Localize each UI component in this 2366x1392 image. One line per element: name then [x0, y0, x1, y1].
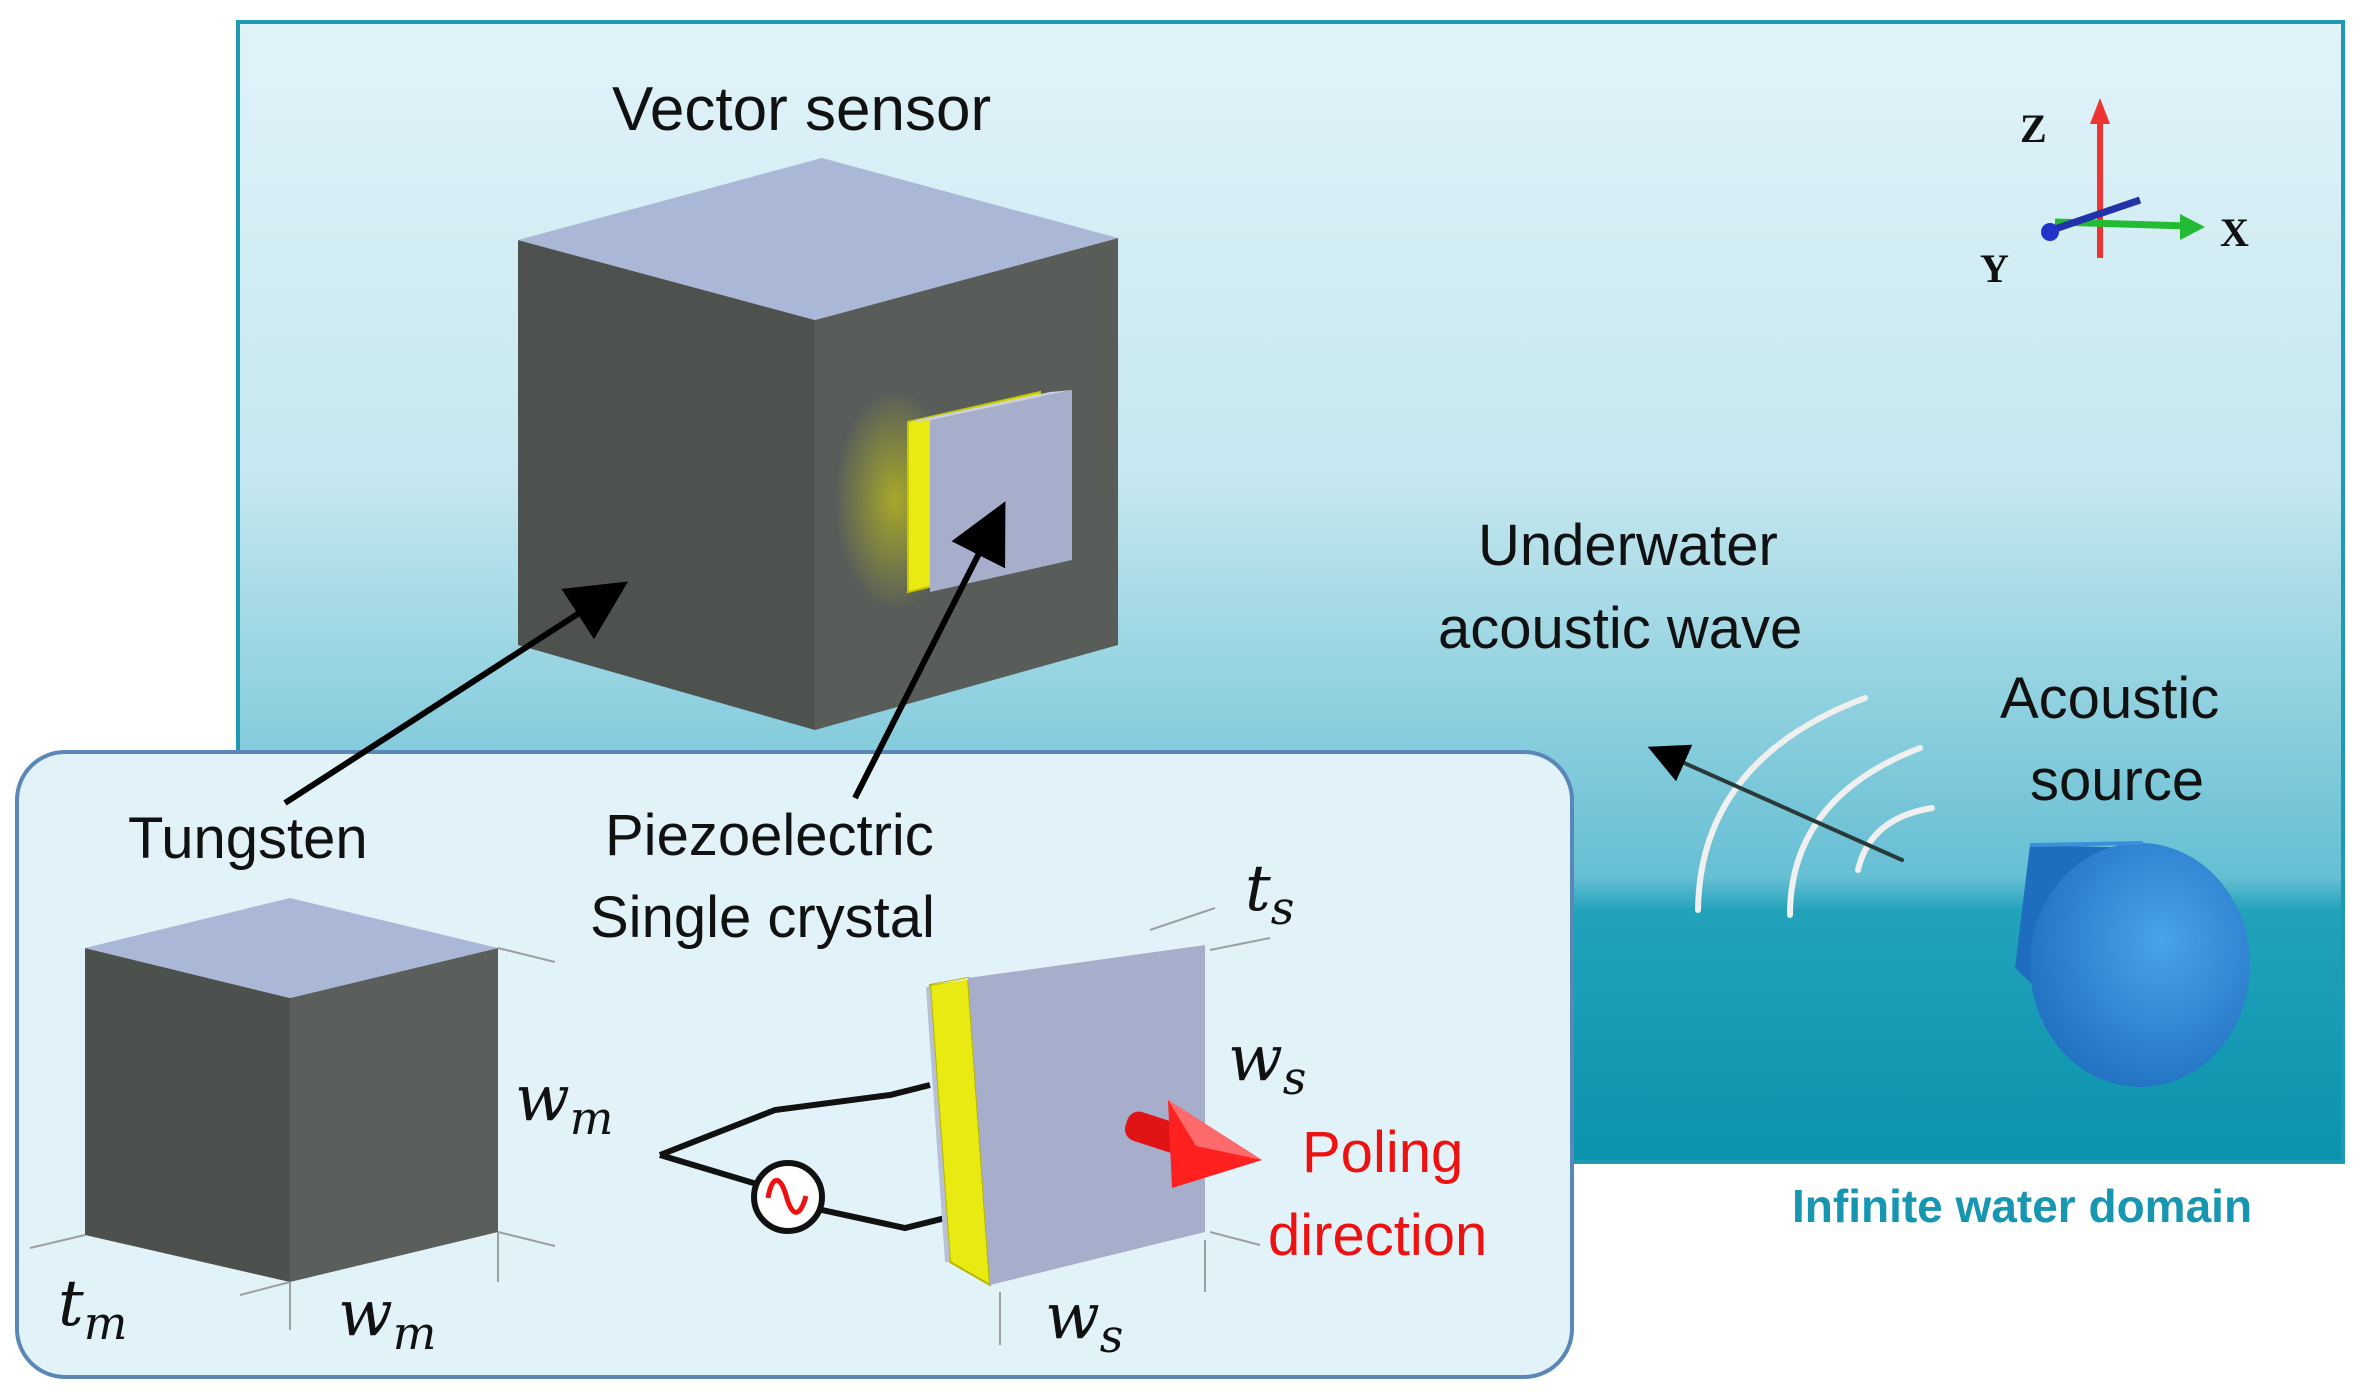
y-axis-icon [2041, 223, 2059, 241]
z-axis-icon [2090, 98, 2110, 124]
x-axis-icon [2180, 214, 2205, 240]
piezo-label-line1: Piezoelectric [605, 803, 934, 868]
ws-bottom-label: ws [1045, 1280, 1123, 1363]
piezo-crystal-element [926, 907, 1271, 1345]
source-label-line1: Acoustic [2000, 666, 2219, 731]
poling-arrow-icon [1124, 1100, 1262, 1188]
acoustic-wave [1647, 695, 1935, 918]
vector-sensor-cube [518, 158, 1118, 730]
tungsten-leader-arrow [283, 581, 629, 806]
axis-z-label: Z [2020, 106, 2047, 151]
ts-label: ts [1245, 852, 1294, 935]
crystal-leader-arrow [852, 501, 1006, 800]
axis-x-label: X [2220, 210, 2249, 255]
wave-direction-arrow [1647, 744, 1904, 862]
ws-side-label: ws [1228, 1022, 1306, 1105]
wave-label-line1: Underwater [1478, 513, 1778, 578]
acoustic-source [2015, 841, 2250, 1087]
tungsten-mass-cube [29, 898, 556, 1330]
wave-label-line2: acoustic wave [1438, 596, 1802, 661]
source-label-line2: source [2030, 748, 2204, 813]
piezo-label-line2: Single crystal [590, 885, 935, 950]
crystal-face [968, 945, 1205, 1285]
ac-source-icon [751, 1160, 825, 1234]
wm-side-label: wm [515, 1062, 613, 1145]
axis-y-label: Y [1980, 246, 2009, 291]
poling-label-line2: direction [1268, 1203, 1487, 1268]
domain-label: Infinite water domain [1792, 1180, 2252, 1232]
poling-label-line1: Poling [1302, 1120, 1463, 1185]
sensor-crystal [930, 390, 1072, 592]
vector-sensor-label: Vector sensor [612, 75, 991, 144]
wm-bottom-label: wm [338, 1277, 436, 1360]
tungsten-label: Tungsten [128, 806, 368, 871]
axis-triad: Z X Y [1980, 98, 2249, 291]
tm-label: tm [58, 1267, 127, 1350]
